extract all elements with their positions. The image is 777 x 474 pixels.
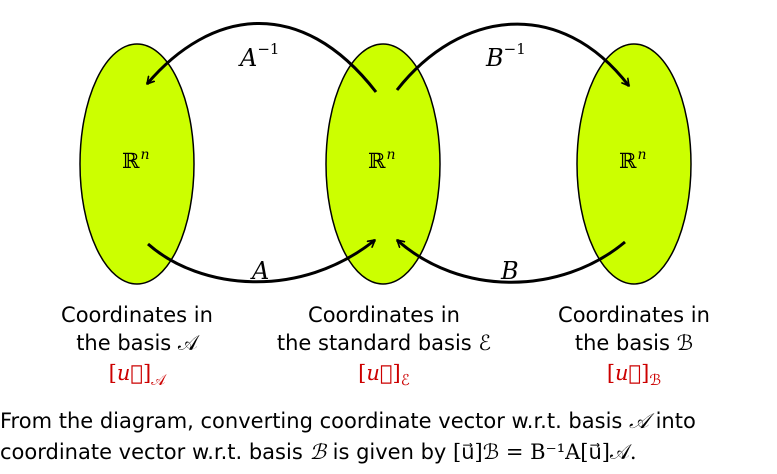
- caption-a-line1: Coordinates in: [61, 303, 213, 327]
- caption-e-line1: Coordinates in: [308, 303, 460, 327]
- coord-vector-a: [u⃗]𝒜: [109, 361, 168, 389]
- caption-b-line1: Coordinates in: [558, 303, 710, 327]
- footer-line2-mid: is given by: [325, 440, 454, 464]
- footer-line1-end: into: [648, 409, 696, 433]
- arrow-a: [147, 238, 376, 284]
- caption-a-line2: the basis 𝒜: [76, 331, 200, 355]
- coord-vector-e: [u⃗]ℰ: [358, 361, 410, 389]
- arrow-b-inverse: [395, 22, 631, 91]
- set-ellipse-b: [576, 43, 692, 285]
- footer-line1-text: From the diagram, converting coordinate …: [0, 409, 630, 433]
- set-ellipse-e: [325, 43, 441, 285]
- caption-b-line2: the basis ℬ: [575, 331, 693, 355]
- set-ellipse-a: [79, 43, 195, 285]
- arrow-a-inverse: [145, 22, 378, 93]
- arrow-label-a-inverse: A−1: [238, 40, 279, 72]
- footer-line2-basis: ℬ: [309, 440, 326, 464]
- set-label-e: ℝn: [368, 147, 395, 173]
- caption-e-line2: the standard basis ℰ: [277, 331, 491, 355]
- coord-vector-b: [u⃗]ℬ: [607, 361, 662, 389]
- footer-formula: [u⃗]ℬ = B⁻¹A[u⃗]𝒜.: [453, 440, 637, 464]
- footer-line-2: coordinate vector w.r.t. basis ℬ is give…: [0, 440, 777, 465]
- set-label-b: ℝn: [619, 147, 646, 173]
- set-label-a: ℝn: [122, 147, 149, 173]
- footer-line1-basis: 𝒜: [629, 409, 649, 433]
- footer-line-1: From the diagram, converting coordinate …: [0, 409, 777, 434]
- arrow-label-a: A: [250, 257, 269, 285]
- footer-line2-text: coordinate vector w.r.t. basis: [0, 440, 310, 464]
- arrow-label-b-inverse: B−1: [485, 40, 526, 72]
- arrow-b: [396, 238, 626, 284]
- arrow-label-b: B: [500, 257, 519, 285]
